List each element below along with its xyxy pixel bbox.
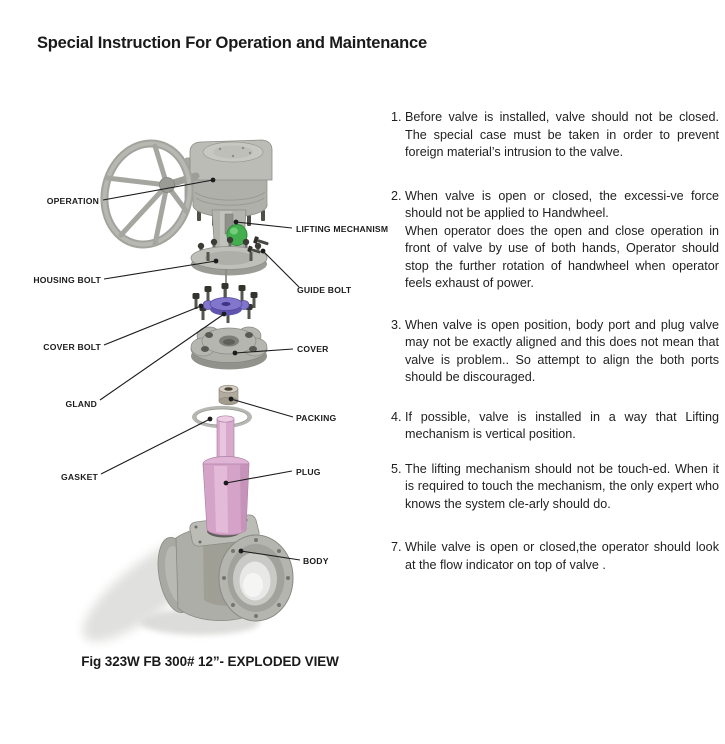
instruction-item-4: 4. If possible, valve is installed in a … <box>391 409 719 444</box>
label-operation: OPERATION <box>47 196 99 206</box>
instruction-number: 7. <box>391 540 402 554</box>
instruction-paragraph: When valve is open position, body port a… <box>405 317 719 385</box>
instruction-list: 1. Before valve is installed, valve shou… <box>391 109 719 574</box>
instruction-item-1: 1. Before valve is installed, valve shou… <box>391 109 719 162</box>
plug-graphic <box>202 415 250 536</box>
instruction-text: When valve is open or closed, the excess… <box>405 188 719 293</box>
instruction-number: 5. <box>391 461 402 476</box>
instruction-paragraph: When valve is open or closed, the excess… <box>405 188 719 221</box>
label-cover-bolt: COVER BOLT <box>43 342 101 352</box>
label-housing-bolt: HOUSING BOLT <box>33 275 101 285</box>
instruction-item-2: 2. When valve is open or closed, the exc… <box>391 188 719 293</box>
instruction-item-5: 5. The lifting mechanism should not be t… <box>391 461 719 514</box>
instruction-paragraph: The lifting mechanism should not be touc… <box>405 461 719 511</box>
gland-graphic <box>202 297 250 316</box>
instruction-text: The lifting mechanism should not be touc… <box>405 461 719 514</box>
label-gland: GLAND <box>65 399 97 409</box>
label-lifting-mechanism: LIFTING MECHANISM <box>296 224 388 234</box>
instruction-number: 4. <box>391 409 402 424</box>
label-body: BODY <box>303 556 329 566</box>
leader-lines <box>99 179 301 561</box>
instruction-number: 2. <box>391 188 402 203</box>
handwheel-graphic <box>100 139 200 249</box>
cover-graphic <box>190 326 268 370</box>
instruction-number: 3. <box>391 317 402 332</box>
figure-caption: Fig 323W FB 300# 12”- EXPLODED VIEW <box>81 654 339 669</box>
leader-dots <box>198 177 266 554</box>
label-gasket: GASKET <box>61 472 99 482</box>
label-guide-bolt: GUIDE BOLT <box>297 285 352 295</box>
instruction-paragraph: Before valve is installed, valve should … <box>405 110 719 159</box>
instruction-text: When valve is open position, body port a… <box>405 317 719 387</box>
label-packing: PACKING <box>296 413 337 423</box>
instruction-paragraph: If possible, valve is installed in a way… <box>405 409 719 442</box>
instruction-paragraph: When operator does the open and close op… <box>405 223 719 291</box>
exploded-view-figure: OPERATION LIFTING MECHANISM HOUSING BOLT… <box>33 139 388 642</box>
instruction-item-3: 3. When valve is open position, body por… <box>391 317 719 387</box>
label-plug: PLUG <box>296 467 321 477</box>
instruction-number: 1. <box>391 110 402 124</box>
instruction-item-7: 7. While valve is open or closed,the ope… <box>391 539 719 574</box>
instruction-text: Before valve is installed, valve should … <box>405 109 719 162</box>
label-cover: COVER <box>297 344 329 354</box>
page-title: Special Instruction For Operation and Ma… <box>37 34 427 52</box>
instruction-text: While valve is open or closed,the operat… <box>405 539 719 574</box>
guide-bolts-graphic <box>247 236 269 254</box>
packing-graphic <box>218 384 239 406</box>
instruction-paragraph: While valve is open or closed,the operat… <box>405 540 719 572</box>
instruction-text: If possible, valve is installed in a way… <box>405 409 719 444</box>
